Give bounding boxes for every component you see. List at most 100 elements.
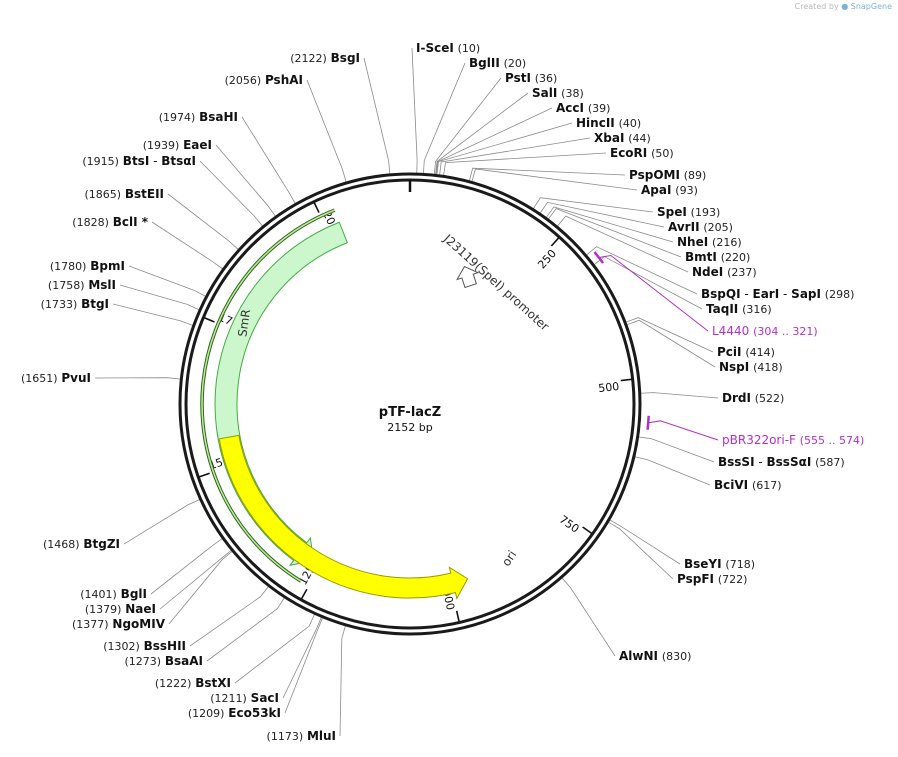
site-btsi-leader — [199, 160, 263, 227]
site-ngomiv-leader — [168, 551, 233, 625]
site-i-scei-label: I-SceI (10) — [416, 41, 480, 55]
feature-label-smr: SmR — [235, 308, 253, 337]
site-bcivi-label: BciVI (617) — [714, 478, 782, 492]
site-pvui[interactable]: (1651) PvuI — [21, 371, 91, 385]
site-pspomi-leader — [468, 167, 626, 181]
site-pspfi[interactable]: PspFI (722) — [677, 572, 747, 586]
site-taqii[interactable]: TaqII (316) — [706, 302, 772, 316]
site-bspqi[interactable]: BspQI - EarI - SapI (298) — [701, 287, 854, 301]
site-bmti-leader — [548, 208, 682, 258]
site-btgzi-label: (1468) BtgZI — [43, 537, 120, 551]
site-drdi[interactable]: DrdI (522) — [722, 391, 784, 405]
site-msli[interactable]: (1758) MslI — [48, 278, 116, 292]
site-bseyi[interactable]: BseYI (718) — [684, 557, 755, 571]
site-saci[interactable]: (1211) SacI — [210, 691, 279, 705]
credit-prefix: Created by — [794, 2, 839, 11]
site-bsaai[interactable]: (1273) BsaAI — [124, 654, 203, 668]
primer-pbr322ori-f[interactable]: pBR322ori-F (555 .. 574) — [646, 415, 865, 447]
site-eco53ki-name: Eco53kI — [228, 706, 281, 720]
site-naei-leader — [159, 550, 232, 610]
site-bcivi-leader — [634, 456, 711, 486]
site-bgli-name: BglI — [121, 587, 147, 601]
site-ecori[interactable]: EcoRI (50) — [610, 146, 674, 160]
site-i-scei[interactable]: I-SceI (10) — [416, 41, 480, 55]
site-bsteii[interactable]: (1865) BstEII — [84, 187, 164, 201]
site-bcli[interactable]: (1828) BclI * — [72, 215, 148, 229]
site-ngomiv-position: (1377) — [72, 618, 109, 631]
site-bmti-label: BmtI (220) — [685, 250, 750, 264]
site-pshai[interactable]: (2056) PshAI — [225, 73, 303, 87]
site-acci[interactable]: AccI (39) — [556, 101, 610, 115]
site-avrii[interactable]: AvrII (205) — [668, 220, 733, 234]
feature-ori[interactable]: ori — [218, 434, 519, 600]
site-pspfi-label: PspFI (722) — [677, 572, 747, 586]
site-bcli-name: BclI * — [113, 215, 149, 229]
site-ecori-position: (50) — [651, 147, 674, 160]
site-bsahi[interactable]: (1974) BsaHI — [159, 110, 238, 124]
site-btgzi-name: BtgZI — [83, 537, 120, 551]
site-xbai[interactable]: XbaI (44) — [594, 131, 651, 145]
snapgene-logo-icon: ● — [841, 2, 849, 11]
site-ndei[interactable]: NdeI (237) — [692, 265, 757, 279]
site-msli-position: (1758) — [48, 279, 85, 292]
site-nhei[interactable]: NheI (216) — [677, 235, 742, 249]
site-bpmi[interactable]: (1780) BpmI — [50, 259, 125, 273]
site-eco53ki[interactable]: (1209) Eco53kI — [188, 706, 281, 720]
site-btgzi[interactable]: (1468) BtgZI — [43, 537, 120, 551]
site-bsteii-label: (1865) BstEII — [84, 187, 164, 201]
site-bmti-name: BmtI — [685, 250, 717, 264]
site-bsgi-name: BsgI — [331, 51, 360, 65]
site-nhei-name: NheI — [677, 235, 708, 249]
site-bsgi[interactable]: (2122) BsgI — [290, 51, 360, 65]
site-pcii-label: PciI (414) — [717, 345, 775, 359]
site-sali[interactable]: SalI (38) — [532, 86, 584, 100]
site-psti[interactable]: PstI (36) — [505, 71, 557, 85]
site-mlui[interactable]: (1173) MluI — [267, 729, 336, 743]
site-saci-position: (1211) — [210, 692, 247, 705]
site-mlui-name: MluI — [307, 729, 336, 743]
site-bsssi[interactable]: BssSI - BssSαI (587) — [718, 455, 845, 469]
site-nhei-position: (216) — [712, 236, 742, 249]
feature-j23119-spei-promoter[interactable]: J23119(SpeI) promoter — [440, 231, 552, 334]
site-bsshii[interactable]: (1302) BssHII — [103, 639, 186, 653]
site-i-scei-name: I-SceI — [416, 41, 454, 55]
site-btgi[interactable]: (1733) BtgI — [41, 297, 109, 311]
site-ndei-position: (237) — [727, 266, 757, 279]
site-apai-position: (93) — [675, 184, 698, 197]
site-bsahi-label: (1974) BsaHI — [159, 110, 238, 124]
site-bcivi[interactable]: BciVI (617) — [714, 478, 782, 492]
site-ngomiv[interactable]: (1377) NgoMIV — [72, 617, 166, 631]
primer-l4440[interactable]: L4440 (304 .. 321) — [593, 251, 818, 338]
site-pcii[interactable]: PciI (414) — [717, 345, 775, 359]
site-eaei[interactable]: (1939) EaeI — [143, 138, 212, 152]
site-naei[interactable]: (1379) NaeI — [85, 602, 156, 616]
site-hincii-name: HincII — [576, 116, 615, 130]
plasmid-backbone — [178, 172, 642, 636]
site-bglii[interactable]: BglII (20) — [469, 56, 526, 70]
site-nspi[interactable]: NspI (418) — [719, 360, 783, 374]
site-bgli[interactable]: (1401) BglI — [80, 587, 147, 601]
site-bstxi[interactable]: (1222) BstXI — [155, 676, 231, 690]
site-hincii[interactable]: HincII (40) — [576, 116, 641, 130]
tick-750 — [582, 526, 593, 535]
site-xbai-label: XbaI (44) — [594, 131, 651, 145]
site-psti-name: PstI — [505, 71, 531, 85]
site-pshai-leader — [306, 79, 347, 183]
site-bsshii-label: (1302) BssHII — [103, 639, 186, 653]
primer-pbr322ori-f-label: pBR322ori-F (555 .. 574) — [722, 433, 864, 447]
site-spei[interactable]: SpeI (193) — [657, 205, 720, 219]
site-bmti[interactable]: BmtI (220) — [685, 250, 750, 264]
site-alwni-label: AlwNI (830) — [619, 649, 691, 663]
site-ecori-name: EcoRI — [610, 146, 647, 160]
site-pvui-name: PvuI — [61, 371, 91, 385]
site-apai[interactable]: ApaI (93) — [641, 183, 698, 197]
site-alwni[interactable]: AlwNI (830) — [619, 649, 691, 663]
site-pspfi-name: PspFI — [677, 572, 714, 586]
site-btsi[interactable]: (1915) BtsI - BtsαI — [82, 154, 196, 168]
site-bstxi-name: BstXI — [195, 676, 231, 690]
tick-500 — [620, 378, 632, 382]
site-bseyi-label: BseYI (718) — [684, 557, 755, 571]
site-bsgi-label: (2122) BsgI — [290, 51, 360, 65]
site-pspomi[interactable]: PspOMI (89) — [629, 168, 706, 182]
